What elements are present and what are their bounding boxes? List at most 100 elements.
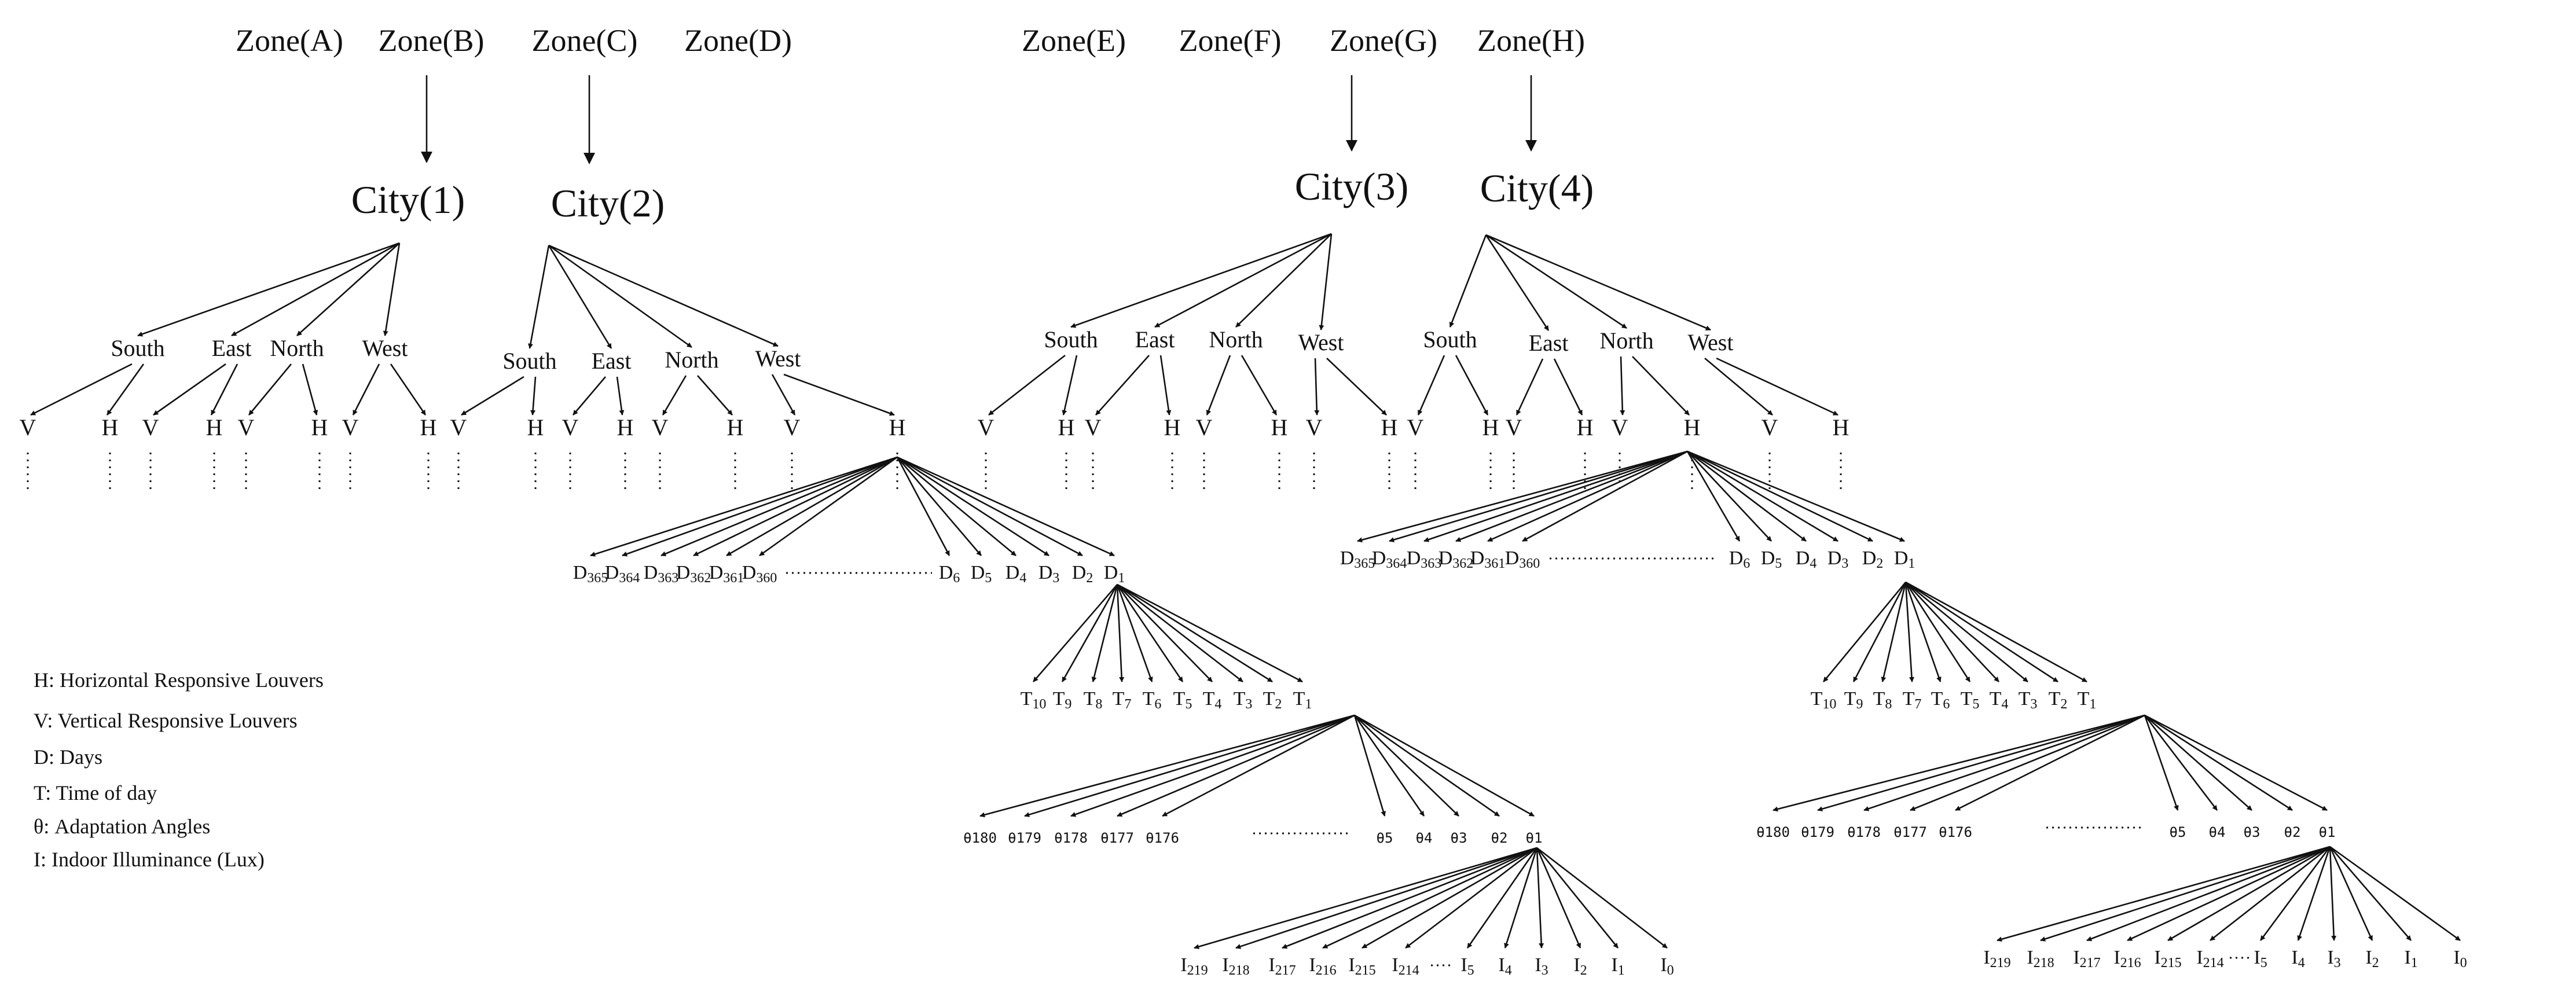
- angle-to-illuminance-arrow: [2210, 846, 2331, 942]
- day-node: D360: [742, 562, 777, 586]
- orientation-to-v-arrow: [573, 376, 606, 416]
- angle-to-illuminance-arrow: [2259, 846, 2331, 941]
- vertical-louver-node: V: [784, 414, 801, 440]
- angle-node: θ4: [2209, 824, 2226, 840]
- day-node: D363: [1407, 547, 1442, 571]
- day-to-time-arrow: [1117, 583, 1243, 683]
- legend-item: I: Indoor Illuminance (Lux): [34, 848, 265, 871]
- h-to-day-arrow: [1522, 450, 1688, 542]
- illuminance-node: I216: [2113, 947, 2141, 971]
- city-to-north-arrow: [1235, 233, 1332, 328]
- angle-to-illuminance-arrow: [1362, 847, 1537, 949]
- h-to-day-arrow: [1389, 450, 1688, 542]
- angle-to-illuminance-arrow: [1536, 847, 1544, 949]
- orientation-to-h-arrow: [210, 363, 238, 416]
- orientation-east: East: [212, 335, 252, 361]
- orientation-to-h-arrow: [530, 376, 537, 416]
- time-to-angle-arrow: [1955, 714, 2145, 811]
- angle-node: θ2: [1491, 830, 1508, 846]
- time-to-angle-arrow: [1353, 715, 1386, 817]
- angle-node: θ5: [2170, 824, 2186, 840]
- vertical-louver-node: V: [562, 414, 579, 440]
- angle-node: θ176: [1146, 830, 1179, 846]
- zone-label: Zone(A): [236, 23, 343, 58]
- orientation-to-v-arrow: [1095, 355, 1150, 416]
- illuminance-node: I215: [2154, 947, 2181, 971]
- time-node: T8: [1873, 688, 1892, 712]
- illuminance-node: I0: [2453, 947, 2467, 971]
- legend-item: D: Days: [34, 745, 102, 769]
- illuminance-node: I4: [2291, 947, 2305, 971]
- time-to-angle-arrow: [1817, 714, 2145, 812]
- angle-to-illuminance-arrow: [1194, 847, 1537, 950]
- angle-to-illuminance-arrow: [2329, 846, 2461, 942]
- angle-to-illuminance-arrow: [2329, 846, 2373, 941]
- day-to-time-arrow: [1117, 583, 1303, 683]
- city-to-east-arrow: [1154, 233, 1332, 328]
- angle-to-illuminance-arrow: [2086, 846, 2331, 942]
- city-to-north-arrow: [296, 242, 400, 336]
- day-to-time-arrow: [1905, 581, 2028, 683]
- horizontal-louver-node: H: [102, 414, 119, 440]
- city-to-west-arrow: [1485, 234, 1711, 331]
- time-to-angle-arrow: [2144, 715, 2218, 811]
- vertical-louver-node: V: [978, 414, 995, 440]
- time-to-angle-arrow: [1773, 714, 2145, 812]
- day-node: D5: [971, 562, 992, 586]
- zone-label: Zone(B): [379, 23, 485, 58]
- orientation-to-h-arrow: [1553, 358, 1583, 416]
- connector-lines: [27, 75, 2461, 966]
- orientation-to-v-arrow: [1620, 356, 1625, 416]
- angle-node: θ5: [1377, 830, 1393, 846]
- city-label: City(3): [1295, 164, 1408, 208]
- vertical-louver-node: V: [652, 414, 669, 440]
- day-node: D365: [573, 562, 608, 586]
- time-node: T8: [1084, 688, 1103, 712]
- horizontal-louver-node: H: [206, 414, 223, 440]
- horizontal-louver-node: H: [617, 414, 634, 440]
- h-to-day-arrow: [1687, 450, 1905, 542]
- h-to-day-arrow: [1687, 450, 1807, 542]
- day-node: D360: [1505, 547, 1540, 571]
- illuminance-node: I0: [1660, 954, 1674, 978]
- vertical-louver-node: V: [238, 414, 255, 440]
- time-node: T1: [1293, 688, 1312, 712]
- angle-to-illuminance-arrow: [2297, 846, 2331, 941]
- day-to-time-arrow: [1091, 584, 1118, 682]
- day-to-time-arrow: [1905, 581, 2058, 683]
- zone-label: Zone(G): [1330, 23, 1437, 58]
- h-to-day-arrow: [726, 456, 898, 557]
- angle-node: θ2: [2284, 824, 2301, 840]
- orientation-north: North: [665, 347, 718, 373]
- h-to-day-arrow: [897, 456, 1115, 557]
- angle-to-illuminance-arrow: [2329, 846, 2337, 941]
- orientation-east: East: [592, 348, 632, 374]
- horizontal-louver-node: H: [1381, 414, 1398, 440]
- horizontal-louver-node: H: [311, 414, 328, 440]
- city-label: City(1): [351, 178, 465, 222]
- time-node: T9: [1053, 688, 1072, 712]
- orientation-south: South: [1044, 326, 1098, 352]
- time-node: T5: [1961, 688, 1980, 712]
- h-to-day-arrow: [1357, 450, 1688, 543]
- time-node: T4: [1990, 688, 2009, 712]
- orientation-north: North: [270, 335, 324, 361]
- angle-to-illuminance-arrow: [1282, 847, 1537, 949]
- time-to-angle-arrow: [2144, 714, 2293, 811]
- day-node: D3: [1039, 562, 1060, 586]
- angle-to-illuminance-arrow: [1536, 847, 1581, 949]
- illuminance-node: I215: [1348, 954, 1375, 978]
- angle-node: θ177: [1894, 824, 1927, 840]
- day-node: D2: [1862, 547, 1884, 571]
- city-to-west-arrow: [548, 244, 779, 347]
- angle-to-illuminance-arrow: [2040, 846, 2331, 942]
- zone-label: Zone(E): [1022, 23, 1126, 58]
- angle-node: θ178: [1847, 824, 1881, 840]
- orientation-to-h-arrow: [1632, 356, 1690, 416]
- day-to-time-arrow: [1033, 584, 1118, 682]
- day-node: D6: [939, 562, 960, 586]
- illuminance-node: I217: [1268, 954, 1296, 978]
- day-to-time-arrow: [1905, 582, 1971, 682]
- vertical-louver-node: V: [1306, 414, 1323, 440]
